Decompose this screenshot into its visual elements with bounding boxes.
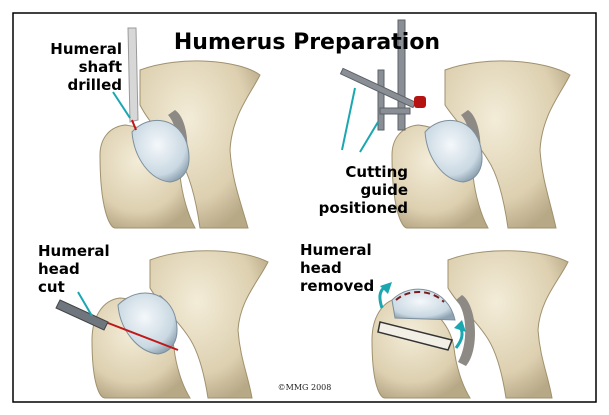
guide-knob-icon <box>414 96 426 108</box>
label-cutting-guide: Cutting guide positioned <box>318 163 408 217</box>
drill <box>128 28 138 122</box>
label-shaft-drilled: Humeral shaft drilled <box>42 40 122 94</box>
label-head-removed: Humeral head removed <box>300 241 390 295</box>
page-title: Humerus Preparation <box>172 30 442 55</box>
copyright-notice: ©MMG 2008 <box>0 383 609 392</box>
label-head-cut: Humeral head cut <box>38 242 128 296</box>
